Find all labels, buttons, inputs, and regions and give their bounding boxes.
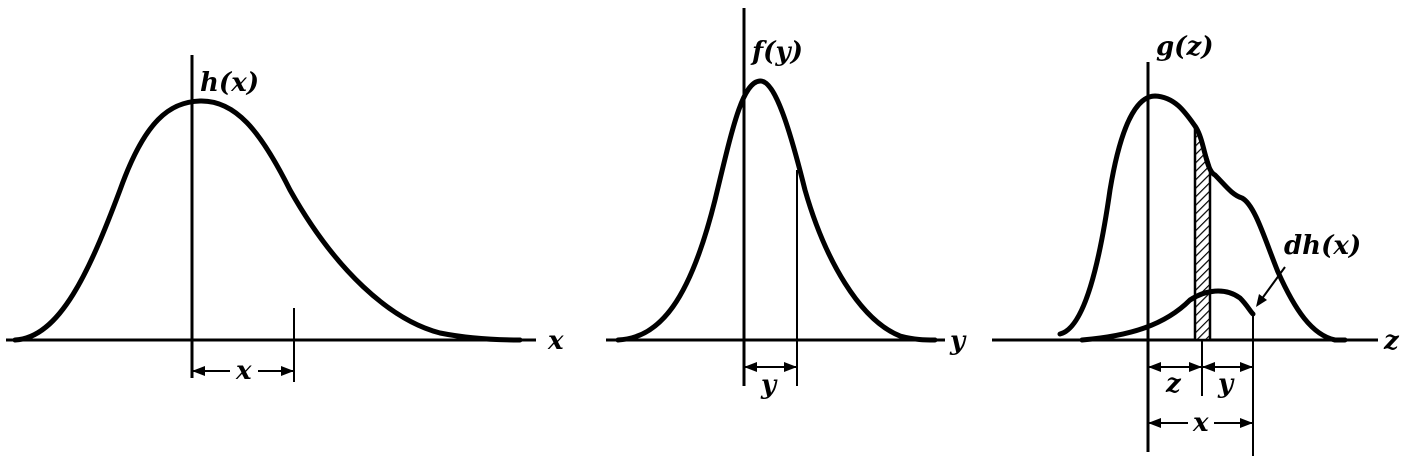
f-function-label: f(y) bbox=[750, 37, 803, 67]
g-z-interval-label: z bbox=[1165, 369, 1182, 399]
dh-curve bbox=[1079, 288, 1256, 343]
annotation-arrow bbox=[1256, 266, 1286, 307]
panel-h: h(x) x x bbox=[6, 55, 564, 386]
g-curve bbox=[1057, 93, 1348, 343]
y-interval-arrow-g bbox=[1202, 362, 1253, 372]
g-function-label: g(z) bbox=[1156, 32, 1214, 62]
h-axis-label: x bbox=[547, 326, 564, 356]
g-x-interval-label: x bbox=[1192, 408, 1209, 438]
y-interval-arrow bbox=[744, 362, 797, 372]
f-axis-label: y bbox=[949, 326, 967, 356]
z-interval-arrow bbox=[1148, 362, 1202, 372]
panel-g: g(z) z dh(x) z y x bbox=[992, 32, 1400, 456]
h-function-label: h(x) bbox=[200, 68, 259, 98]
g-y-interval-label: y bbox=[1217, 369, 1235, 399]
h-interval-label: x bbox=[235, 356, 252, 386]
x-interval-arrow bbox=[192, 366, 294, 376]
dh-annotation-label: dh(x) bbox=[1284, 231, 1361, 261]
x-interval-arrow-g bbox=[1148, 418, 1253, 428]
h-curve bbox=[12, 98, 523, 343]
panel-f: f(y) y y bbox=[606, 8, 967, 400]
f-curve bbox=[615, 78, 938, 343]
g-axis-label: z bbox=[1383, 326, 1400, 356]
f-interval-label: y bbox=[760, 370, 778, 400]
